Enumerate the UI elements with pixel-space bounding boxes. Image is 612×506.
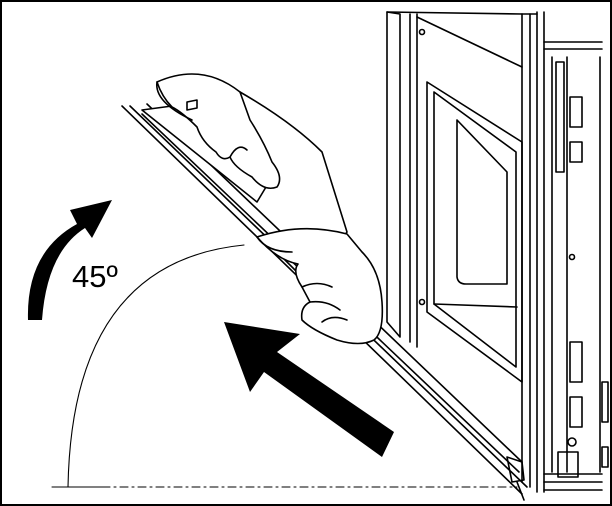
angle-label: 45º bbox=[72, 259, 118, 294]
lower-glove bbox=[256, 227, 384, 345]
oven-door-window bbox=[426, 81, 523, 383]
curved-rotation-arrow-icon bbox=[27, 200, 112, 320]
upper-glove bbox=[156, 73, 348, 248]
angle-arc bbox=[67, 244, 245, 488]
oven-frame bbox=[521, 11, 609, 493]
oven-side-panel bbox=[386, 11, 531, 488]
diagonal-push-arrow-icon bbox=[224, 322, 394, 457]
